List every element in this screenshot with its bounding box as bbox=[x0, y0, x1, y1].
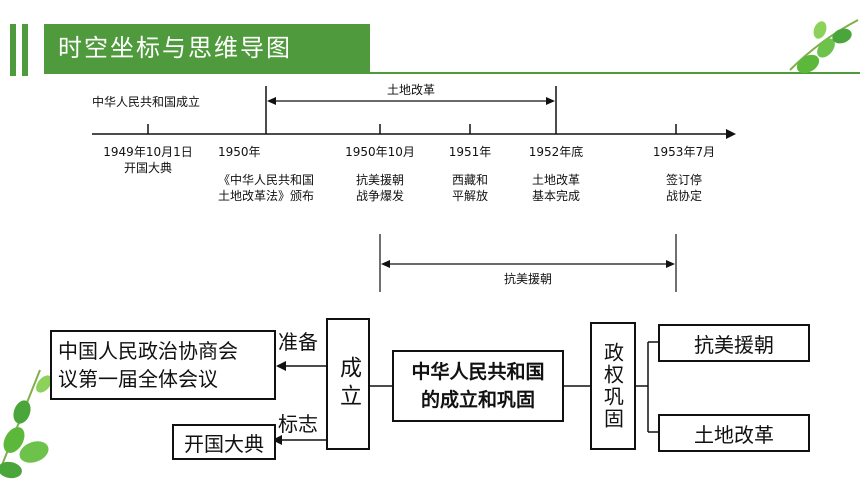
timeline-founding-label: 中华人民共和国成立 bbox=[92, 95, 201, 109]
range-korea-war bbox=[379, 234, 677, 292]
event-date: 1951年 bbox=[448, 145, 492, 159]
event-desc: 开国大典 bbox=[123, 161, 173, 175]
timeline-ticks bbox=[147, 86, 677, 134]
timeline-event: 1949年10月1日 开国大典 bbox=[103, 144, 192, 176]
central-topic-line2: 的成立和巩固 bbox=[420, 389, 535, 411]
cppcc-line2: 议第一届全体会议 bbox=[58, 367, 218, 391]
timeline-event: 1950年10月 抗美援朝 战争爆发 bbox=[345, 144, 415, 204]
timeline-arrowhead bbox=[726, 129, 736, 139]
land-reform-box: 土地改革 bbox=[658, 414, 810, 452]
cppcc-line1: 中国人民政治协商会 bbox=[58, 339, 238, 363]
event-desc: 战争爆发 bbox=[355, 189, 404, 203]
header-accent-bar bbox=[10, 24, 16, 76]
event-date: 1952年底 bbox=[528, 145, 584, 159]
label-symbol: 标志 bbox=[278, 412, 318, 436]
event-desc: 平解放 bbox=[451, 189, 489, 203]
event-desc: 土地改革 bbox=[531, 173, 581, 187]
leaf-icon-top-right bbox=[789, 19, 859, 74]
event-desc: 《中华人民共和国 bbox=[217, 173, 315, 187]
event-desc: 签订停 bbox=[665, 173, 702, 187]
establish-box: 成立 bbox=[326, 318, 370, 450]
timeline-event: 1951年 西藏和 平解放 bbox=[449, 144, 492, 204]
event-desc: 战协定 bbox=[665, 189, 702, 203]
event-desc: 西藏和 bbox=[451, 173, 489, 187]
range-bottom-label: 抗美援朝 bbox=[503, 272, 553, 286]
event-desc: 土地改革法》颁布 bbox=[217, 189, 315, 203]
central-topic-box: 中华人民共和国 的成立和巩固 bbox=[392, 350, 564, 422]
central-topic-line1: 中华人民共和国 bbox=[411, 361, 545, 383]
korea-war-box: 抗美援朝 bbox=[658, 324, 810, 362]
header-underline bbox=[44, 72, 860, 74]
label-preparation: 准备 bbox=[278, 330, 318, 354]
leaf-icon-bottom-left bbox=[0, 369, 52, 479]
event-desc: 抗美援朝 bbox=[355, 173, 404, 187]
event-desc: 基本完成 bbox=[531, 189, 581, 203]
founding-ceremony-box: 开国大典 bbox=[172, 424, 276, 460]
timeline-event: 1952年底 土地改革 基本完成 bbox=[529, 144, 584, 204]
page-title: 时空坐标与思维导图 bbox=[44, 24, 370, 72]
event-date: 1950年10月 bbox=[345, 145, 415, 159]
event-date: 1950年 bbox=[217, 145, 261, 159]
consolidate-box: 政权巩固 bbox=[590, 322, 636, 450]
event-date: 1949年10月1日 bbox=[103, 145, 193, 159]
event-date: 1953年7月 bbox=[652, 145, 716, 159]
timeline-event: 1950年 《中华人民共和国 土地改革法》颁布 bbox=[218, 144, 314, 204]
range-top-label: 土地改革 bbox=[386, 83, 436, 97]
cppcc-box: 中国人民政治协商会 议第一届全体会议 bbox=[50, 330, 276, 400]
mindmap-connectors bbox=[280, 341, 658, 441]
header-accent-bar-2 bbox=[22, 24, 28, 76]
timeline-event: 1953年7月 签订停 战协定 bbox=[653, 144, 715, 204]
